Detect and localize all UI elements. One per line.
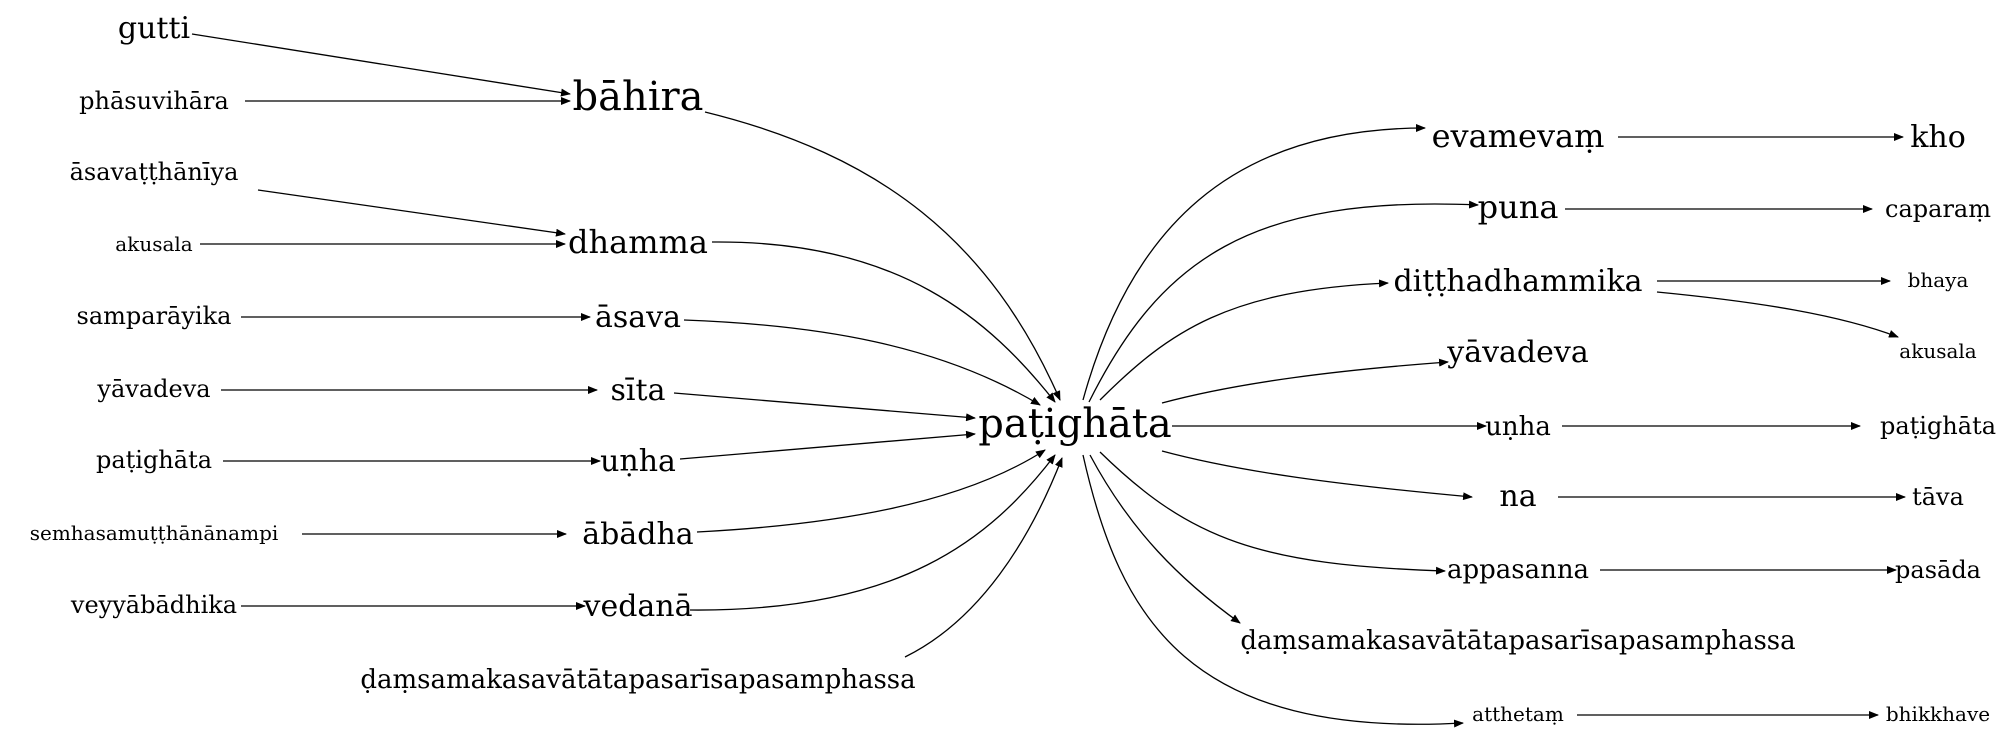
node-tava: tāva xyxy=(1912,483,1964,511)
node-akusala-right: akusala xyxy=(1899,339,1977,363)
node-evamevam: evamevaṃ xyxy=(1432,117,1605,155)
node-bahira: bāhira xyxy=(573,74,704,120)
edge-center-damsa xyxy=(1089,454,1241,624)
node-caparam: caparaṃ xyxy=(1885,195,1991,223)
node-na: na xyxy=(1499,479,1536,514)
edge-center-ditth xyxy=(1099,279,1389,401)
node-dhamma: dhamma xyxy=(568,223,708,261)
edge-center-evamevam xyxy=(1082,124,1426,401)
edge-center-yavadeva xyxy=(1161,358,1449,404)
node-abadha: ābādha xyxy=(582,517,694,552)
node-center: paṭighāta xyxy=(978,401,1171,447)
edge-gutti-bahira xyxy=(191,33,571,97)
node-akusala-left: akusala xyxy=(115,232,193,256)
node-samparayika: samparāyika xyxy=(77,302,232,330)
node-damsa-left: ḍaṃsamakasavātātapasarīsapasamphassa xyxy=(360,665,915,695)
node-asavatthaniya: āsavaṭṭhānīya xyxy=(70,158,239,186)
node-asava: āsava xyxy=(595,300,681,335)
edges xyxy=(191,33,1906,728)
edge-sita-center xyxy=(673,392,976,422)
edge-unha-center xyxy=(679,430,976,460)
node-pasada: pasāda xyxy=(1895,556,1981,584)
node-patighata-right: paṭighāta xyxy=(1880,412,1996,440)
node-kho: kho xyxy=(1910,120,1966,155)
node-patighata-left: paṭighāta xyxy=(96,446,212,474)
edge-center-atthetam xyxy=(1082,454,1464,728)
edge-damsa-center xyxy=(904,457,1063,658)
node-bhaya: bhaya xyxy=(1908,268,1969,292)
node-damsa-right: ḍaṃsamakasavātātapasarīsapasamphassa xyxy=(1240,626,1795,656)
node-yavadeva-right: yāvadeva xyxy=(1446,335,1589,370)
edge-asava-center xyxy=(683,319,1041,406)
edge-vedana-center xyxy=(689,454,1056,611)
node-sita: sīta xyxy=(611,373,666,408)
node-unha-right: uṇha xyxy=(1485,412,1551,442)
node-vedana: vedanā xyxy=(583,589,693,624)
edge-abadha-center xyxy=(696,449,1046,533)
edge-ditth-akusala xyxy=(1656,291,1899,338)
node-appasanna: appasanna xyxy=(1447,555,1589,585)
edge-center-na xyxy=(1161,450,1473,501)
node-puna: puna xyxy=(1478,188,1559,226)
edge-asavat-dhamma xyxy=(257,189,566,237)
node-unha-left: uṇha xyxy=(600,444,676,479)
node-yavadeva-left: yāvadeva xyxy=(96,375,210,403)
edge-bahira-center xyxy=(704,111,1061,401)
node-bhikkhave: bhikkhave xyxy=(1886,702,1990,726)
edge-dhamma-center xyxy=(711,241,1056,403)
node-atthetam: atthetaṃ xyxy=(1472,702,1564,726)
edge-center-puna xyxy=(1088,200,1479,403)
edge-center-appasanna xyxy=(1099,451,1446,575)
node-ditthadhammika: diṭṭhadhammika xyxy=(1393,264,1642,299)
node-veyyabadhika: veyyābādhika xyxy=(70,591,237,619)
node-labels: paṭighāta gutti phāsuvihāra bāhira āsava… xyxy=(30,11,1996,726)
node-semhasamutthananampi: semhasamuṭṭhānānampi xyxy=(30,521,279,545)
node-gutti: gutti xyxy=(118,11,190,46)
node-phasuvihara: phāsuvihāra xyxy=(79,87,229,115)
